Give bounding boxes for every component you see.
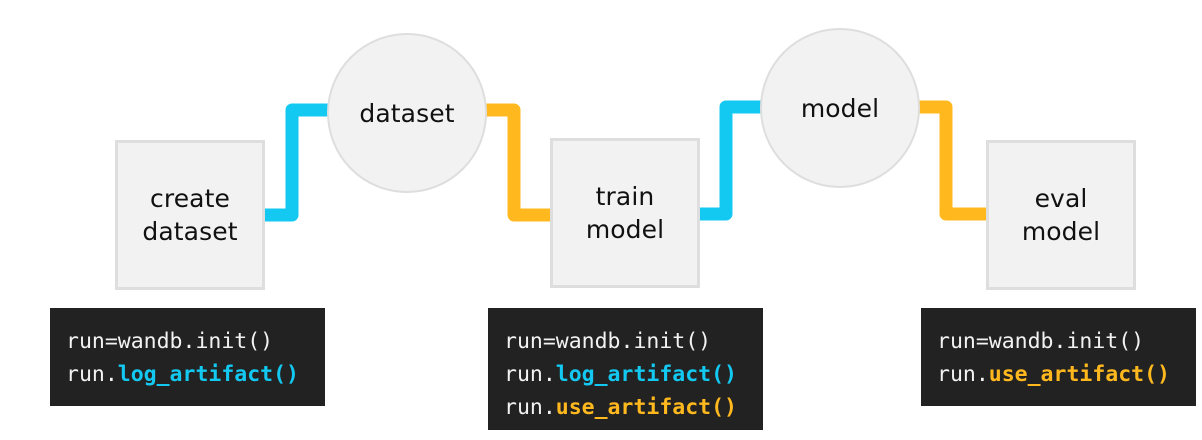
step-label-line2: dataset [142, 217, 238, 246]
code-token-plain: run. [937, 362, 989, 387]
code-line: run=wandb.init() [504, 325, 744, 358]
step-node-train-model[interactable]: train model [550, 138, 700, 288]
artifact-label: dataset [359, 98, 455, 128]
step-label-line2: model [1021, 217, 1101, 246]
code-block-train-model: run=wandb.init()run.log_artifact()run.us… [488, 308, 763, 430]
code-line: run.use_artifact() [504, 391, 744, 424]
artifact-node-dataset[interactable]: dataset [327, 33, 487, 193]
code-token-log: log_artifact() [117, 362, 299, 387]
code-line: run.log_artifact() [504, 358, 744, 391]
code-block-eval-model: run=wandb.init() run.use_artifact() [921, 308, 1196, 406]
step-label-line1: train [595, 182, 655, 211]
code-token-plain: run=wandb.init() [66, 329, 274, 354]
code-token-plain: run. [504, 362, 556, 387]
step-node-create-dataset[interactable]: create dataset [115, 140, 265, 290]
step-label-line2: model [585, 215, 665, 244]
code-token-use: use_artifact() [988, 362, 1170, 387]
code-block-create-dataset: run=wandb.init() run.log_artifact() [50, 308, 325, 406]
code-token-plain: run=wandb.init() [937, 329, 1145, 354]
code-token-plain: run. [66, 362, 118, 387]
code-token-use: use_artifact() [555, 395, 737, 420]
code-line: run.log_artifact() [66, 358, 306, 391]
step-label-line1: create [150, 184, 230, 213]
code-line: run.use_artifact() [937, 358, 1177, 391]
step-label-line1: eval [1034, 184, 1088, 213]
artifact-node-model[interactable]: model [760, 28, 920, 188]
code-token-plain: run. [504, 395, 556, 420]
step-node-eval-model[interactable]: eval model [986, 140, 1136, 290]
artifact-label: model [800, 93, 880, 123]
code-token-plain: run=wandb.init() [504, 329, 712, 354]
code-line: run=wandb.init() [937, 325, 1177, 358]
code-line: run=wandb.init() [66, 325, 306, 358]
code-token-log: log_artifact() [555, 362, 737, 387]
